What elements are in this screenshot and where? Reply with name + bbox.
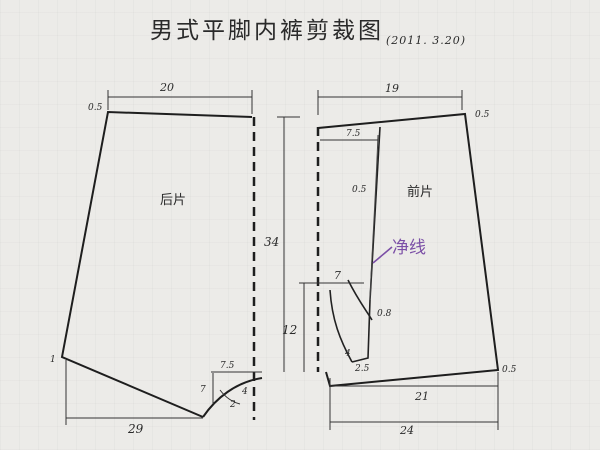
label-front-bottom-24: 24	[399, 424, 414, 437]
label-back-bottom: 29	[127, 422, 144, 436]
dim-back-top	[107, 90, 253, 114]
label-back-waist-rise: 0.5	[88, 103, 103, 113]
label-front-width: 19	[385, 82, 399, 95]
label-front-25: 2.5	[354, 364, 370, 374]
label-fly-top: 7.5	[346, 129, 361, 139]
back-piece	[60, 110, 263, 418]
label-height: 34	[264, 235, 279, 249]
label-front-08: 0.8	[377, 309, 392, 319]
dim-front-bottom	[329, 372, 499, 430]
label-back-width: 20	[159, 81, 174, 94]
back-piece-crotch-curve	[202, 377, 263, 418]
label-back-crotch-4: 4	[241, 387, 248, 397]
label-back-crotch-2: 2	[229, 400, 236, 410]
dim-back-bottom	[65, 360, 203, 425]
front-piece-label: 前片	[407, 184, 433, 200]
label-front-4: 4	[344, 349, 351, 359]
back-piece-outline	[60, 110, 253, 418]
label-front-crotch-width: 7	[334, 269, 341, 282]
diagram-title: 男式平脚内裤剪裁图	[150, 18, 384, 44]
label-fly-offset: 0.5	[352, 185, 367, 195]
dim-front-top	[317, 90, 463, 115]
dim-height	[277, 116, 300, 372]
label-back-side-1: 1	[50, 355, 56, 365]
net-line-annotation: 净线	[392, 238, 426, 258]
diagram-date: (2011. 3.20)	[386, 34, 466, 47]
label-back-crotch-7: 7	[200, 385, 206, 395]
dim-front-crotch	[299, 282, 364, 372]
label-front-bottom-21: 21	[414, 390, 429, 403]
front-net-line	[369, 134, 379, 301]
label-front-side: 0.5	[502, 365, 517, 375]
back-piece-label: 后片	[160, 193, 186, 208]
label-front-waist-rise: 0.5	[475, 110, 490, 120]
label-front-crotch-depth: 12	[282, 323, 297, 337]
net-line-pointer	[372, 246, 393, 264]
label-back-crotch-75: 7.5	[220, 361, 235, 371]
back-crotch-guides	[211, 371, 262, 405]
